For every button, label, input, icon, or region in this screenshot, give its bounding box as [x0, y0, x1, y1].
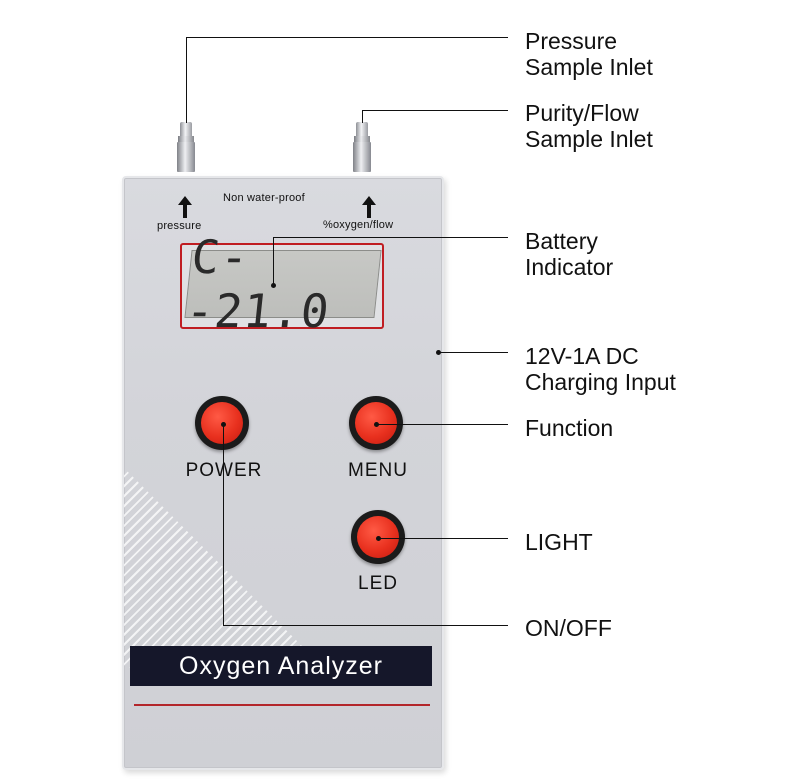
menu-button-label: MENU — [348, 460, 408, 481]
lcd-display: C--21.0 — [180, 230, 384, 338]
pressure-inlet-connector — [177, 122, 195, 172]
pressure-inlet-line1: Pressure — [525, 28, 618, 54]
light-callout-line-h — [379, 538, 508, 539]
oxygen-flow-arrow-icon — [362, 196, 376, 218]
oxygen-flow-label: %oxygen/flow — [323, 219, 394, 231]
purity-callout-line-v — [362, 110, 363, 123]
led-button-label: LED — [358, 573, 398, 594]
charging-line2: Charging Input — [525, 369, 676, 395]
purity-inlet-callout: Purity/Flow Sample Inlet — [525, 100, 653, 152]
pressure-inlet-callout: Pressure Sample Inlet — [525, 28, 653, 80]
charging-callout-dot — [436, 350, 441, 355]
pressure-callout-line-h — [186, 37, 508, 38]
battery-callout-line-h — [273, 237, 508, 238]
charging-callout-line-h — [440, 352, 508, 353]
light-callout-dot — [376, 536, 381, 541]
device-name-band: Oxygen Analyzer — [130, 646, 432, 686]
decorative-stripes — [124, 468, 324, 668]
onoff-callout-line-h — [223, 625, 508, 626]
charging-line1: 12V-1A DC — [525, 343, 639, 369]
lcd-reading: C--21.0 — [183, 230, 382, 338]
onoff-callout: ON/OFF — [525, 615, 612, 641]
battery-callout-dot — [271, 283, 276, 288]
power-button-label: POWER — [185, 460, 263, 481]
light-callout: LIGHT — [525, 529, 593, 555]
purity-flow-inlet-connector — [353, 122, 371, 172]
pressure-label: pressure — [157, 220, 202, 232]
charging-callout: 12V-1A DC Charging Input — [525, 343, 676, 395]
battery-line2: Indicator — [525, 254, 614, 280]
power-button[interactable] — [195, 396, 249, 450]
onoff-callout-line-v — [223, 424, 224, 625]
pressure-inlet-line2: Sample Inlet — [525, 54, 653, 80]
battery-callout: Battery Indicator — [525, 228, 613, 280]
battery-callout-line-v — [273, 237, 274, 285]
pressure-callout-line-v — [186, 37, 187, 123]
function-callout: Function — [525, 415, 614, 441]
battery-line1: Battery — [525, 228, 598, 254]
purity-inlet-line1: Purity/Flow — [525, 100, 639, 126]
red-accent-line — [134, 704, 430, 706]
pressure-arrow-icon — [178, 196, 192, 218]
function-callout-line-h — [377, 424, 508, 425]
purity-callout-line-h — [362, 110, 508, 111]
purity-inlet-line2: Sample Inlet — [525, 126, 653, 152]
function-callout-dot — [374, 422, 379, 427]
non-water-proof-label: Non water-proof — [223, 192, 305, 204]
